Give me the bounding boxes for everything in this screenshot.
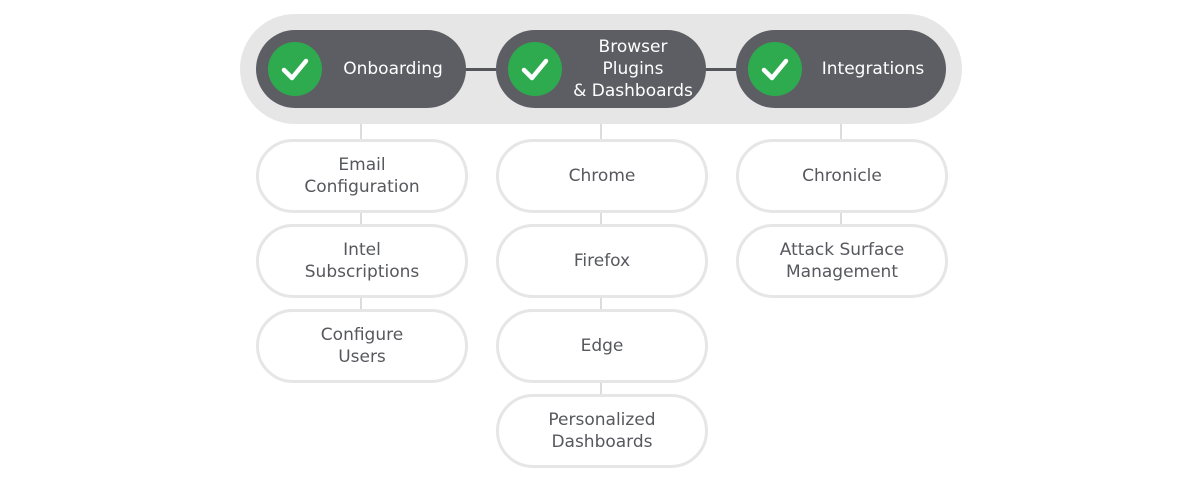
- item-connector: [600, 380, 602, 396]
- check-icon: [508, 42, 562, 96]
- stage-connector: [704, 68, 738, 71]
- item-email-configuration: Email Configuration: [256, 139, 468, 213]
- stage-onboarding: Onboarding: [256, 30, 466, 108]
- item-edge: Edge: [496, 309, 708, 383]
- item-connector: [600, 295, 602, 311]
- item-chronicle: Chronicle: [736, 139, 948, 213]
- stage-label: Integrations: [821, 59, 925, 79]
- item-connector: [600, 124, 602, 140]
- check-icon: [268, 42, 322, 96]
- stage-label: Onboarding: [343, 59, 443, 79]
- item-personalized-dashboards: Personalized Dashboards: [496, 394, 708, 468]
- stage-connector: [464, 68, 498, 71]
- item-attack-surface-management: Attack Surface Management: [736, 224, 948, 298]
- item-connector: [360, 124, 362, 140]
- item-connector: [600, 210, 602, 226]
- stage-browser-plugins-dashboards: Browser Plugins & Dashboards: [496, 30, 706, 108]
- item-connector: [840, 210, 842, 226]
- item-firefox: Firefox: [496, 224, 708, 298]
- stage-label: Browser Plugins & Dashboards: [573, 37, 693, 101]
- stage-integrations: Integrations: [736, 30, 946, 108]
- item-connector: [360, 210, 362, 226]
- item-configure-users: Configure Users: [256, 309, 468, 383]
- item-connector: [840, 124, 842, 140]
- check-icon: [748, 42, 802, 96]
- item-connector: [360, 295, 362, 311]
- item-chrome: Chrome: [496, 139, 708, 213]
- item-intel-subscriptions: Intel Subscriptions: [256, 224, 468, 298]
